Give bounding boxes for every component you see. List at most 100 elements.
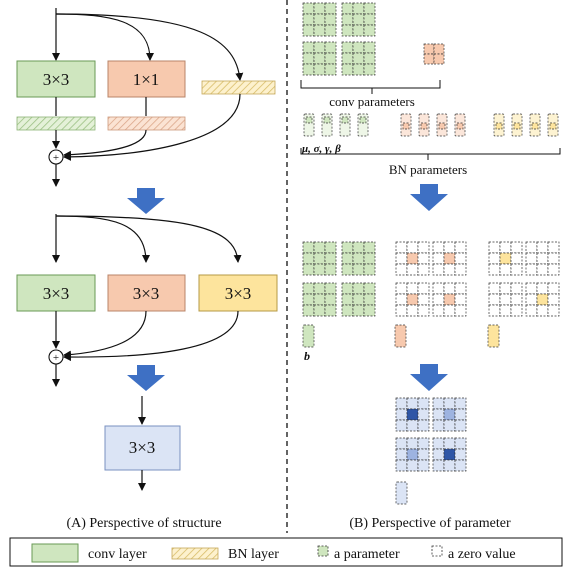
kernel-cell (406, 304, 419, 317)
kernel-cell (302, 2, 315, 15)
kernel-cell (352, 52, 365, 65)
kernel-cell (313, 241, 326, 254)
kernel-cell (395, 448, 408, 461)
kernel-cell (352, 241, 365, 254)
kernel-cell (302, 304, 315, 317)
kernel-cell (417, 241, 430, 254)
kernel-cell (324, 282, 337, 295)
kernel-cell (423, 53, 435, 65)
kernel-cell (395, 252, 408, 265)
kernel-cell (352, 63, 365, 76)
kernel-cell (302, 52, 315, 65)
kernel-cell (454, 419, 467, 432)
bn-layer-1x1 (107, 116, 186, 131)
kernel-cell (499, 263, 512, 276)
kernel-cell (302, 41, 315, 54)
kernel-cell (443, 293, 456, 306)
kernel-cell (313, 63, 326, 76)
bias-vector (487, 324, 500, 348)
kernel-cell (454, 282, 467, 295)
kernel-cell (395, 304, 408, 317)
legend-param-swatch (317, 545, 329, 557)
kernel-cell (324, 63, 337, 76)
kernel-cell (510, 241, 523, 254)
bn-symbols-label: μ, σ, γ, β (301, 143, 341, 155)
kernel-cell (352, 282, 365, 295)
legend: conv layer BN layer a parameter a zero v… (9, 537, 563, 567)
kernel-cell (454, 437, 467, 450)
svg-text:a parameter: a parameter (334, 547, 400, 562)
transform-arrow-4 (410, 364, 448, 391)
kernel-cell (432, 448, 445, 461)
kernel-cell (406, 448, 419, 461)
bias-vector (395, 481, 408, 505)
kernel-cell (536, 293, 549, 306)
kernel-cell (302, 282, 315, 295)
kernel-cell (443, 448, 456, 461)
kernel-cell (432, 419, 445, 432)
kernel-cell (417, 282, 430, 295)
kernel-cell (433, 43, 445, 55)
kernel-cell (324, 263, 337, 276)
kernel-cell (313, 282, 326, 295)
kernel-cell (302, 24, 315, 37)
stage-1: 3×3 1×1 + (16, 8, 276, 187)
kernel-cell (406, 263, 419, 276)
kernel-cell (363, 13, 376, 26)
kernel-cell (443, 304, 456, 317)
stage-2: 3×3 3×3 3×3 + (16, 214, 278, 387)
bn-layer-3x3 (16, 116, 96, 131)
kernel-cell (341, 241, 354, 254)
kernel-cell (352, 293, 365, 306)
svg-text:a zero value: a zero value (448, 547, 516, 562)
kernel-cell (341, 252, 354, 265)
kernel-cell (432, 459, 445, 472)
svg-text:3×3: 3×3 (133, 284, 160, 303)
kernel-cell (547, 263, 560, 276)
kernel-cell (536, 282, 549, 295)
kernel-cell (547, 252, 560, 265)
conv-1x1-label: 1×1 (133, 70, 160, 89)
caption-right: (B) Perspective of parameter (349, 516, 511, 531)
bn-param (495, 122, 503, 130)
kernel-cell (363, 24, 376, 37)
kernel-cell (547, 241, 560, 254)
kernel-cell (406, 397, 419, 410)
kernel-cell (406, 408, 419, 421)
kernel-cell (302, 293, 315, 306)
kernel-cell (547, 293, 560, 306)
kernel-cell (547, 304, 560, 317)
kernel-cell (313, 293, 326, 306)
kernel-cell (363, 63, 376, 76)
svg-text:3×3: 3×3 (43, 284, 70, 303)
kernel-cell (395, 263, 408, 276)
kernel-cell (454, 459, 467, 472)
kernel-cell (454, 241, 467, 254)
svg-text:+: + (53, 152, 59, 164)
kernel-cell (525, 252, 538, 265)
kernel-cell (443, 437, 456, 450)
kernel-cell (302, 241, 315, 254)
kernel-cell (313, 263, 326, 276)
bn-param (359, 116, 367, 124)
kernel-cell (324, 252, 337, 265)
kernel-cell (417, 437, 430, 450)
bn-param (420, 122, 428, 130)
kernel-cell (313, 304, 326, 317)
kernel-cell (454, 263, 467, 276)
legend-zero-swatch (431, 545, 443, 557)
kernel-cell (406, 293, 419, 306)
kernel-cell (443, 263, 456, 276)
kernel-cell (324, 293, 337, 306)
kernel-cell (341, 282, 354, 295)
kernel-cell (432, 252, 445, 265)
kernel-cell (352, 41, 365, 54)
kernel-cell (432, 397, 445, 410)
kernel-cell (352, 252, 365, 265)
bn-param (456, 122, 464, 130)
kernel-cell (395, 437, 408, 450)
kernel-cell (525, 282, 538, 295)
bn-param (513, 122, 521, 130)
kernel-cell (417, 252, 430, 265)
kernel-cell (341, 2, 354, 15)
